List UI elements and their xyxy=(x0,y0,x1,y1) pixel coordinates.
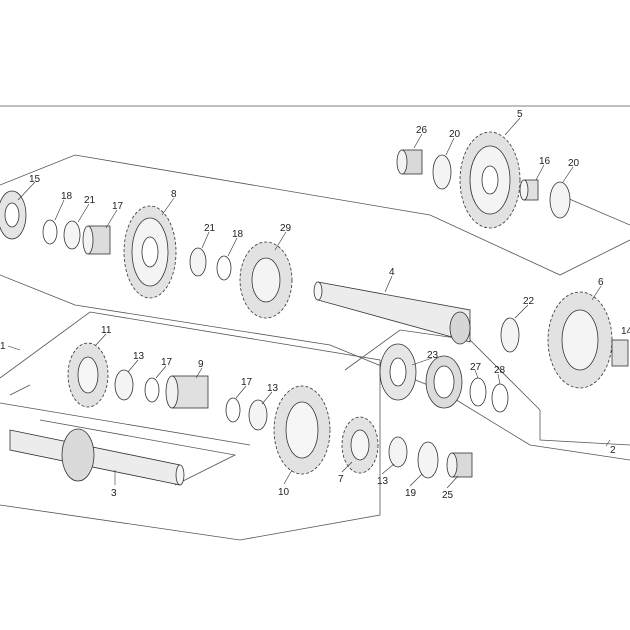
part-11-gear xyxy=(67,342,109,408)
callout-28: 28 xyxy=(494,365,506,376)
part-4-shaft xyxy=(313,281,471,345)
callout-25: 25 xyxy=(442,490,454,501)
part-20-washer-2 xyxy=(549,181,571,219)
part-18-circlip xyxy=(42,219,58,245)
callout-9: 9 xyxy=(198,359,204,370)
callout-labels: 15 18 21 17 8 21 18 29 4 26 20 5 16 20 2… xyxy=(0,109,630,501)
callout-16: 17 xyxy=(112,201,124,212)
part-6-gear xyxy=(547,291,613,389)
part-21-washer-2 xyxy=(189,247,207,277)
part-10-gear xyxy=(273,385,331,475)
bottom-inner-frame xyxy=(0,402,251,446)
part-18-circlip-2 xyxy=(216,255,232,281)
callout-12: 15 xyxy=(29,174,41,185)
part-20-washer xyxy=(432,154,452,190)
part-25-bearing xyxy=(446,452,473,478)
part-21-washer xyxy=(63,220,81,250)
part-seal xyxy=(425,355,463,409)
callout-3: 3 xyxy=(111,488,117,499)
mid-right-frame xyxy=(344,329,630,446)
callout-17: 17 xyxy=(161,357,173,368)
part-8-gear xyxy=(123,205,177,299)
part-13-washer xyxy=(114,369,134,401)
callout-11: 11 xyxy=(101,325,112,336)
callout-6: 6 xyxy=(598,277,604,288)
callout-13b: 13 xyxy=(267,383,279,394)
part-13-washer-3 xyxy=(388,436,408,468)
callout-1: 1 xyxy=(0,341,6,352)
part-28-circlip xyxy=(491,383,509,413)
part-17-circlip-2 xyxy=(225,397,241,423)
callout-13: 13 xyxy=(133,351,145,362)
lower-shaft-frame xyxy=(0,311,381,541)
callout-23: 23 xyxy=(427,350,439,361)
callout-27: 27 xyxy=(470,362,482,373)
callout-18: 18 xyxy=(61,191,73,202)
callout-21: 21 xyxy=(84,195,96,206)
callout-22: 22 xyxy=(523,296,535,307)
callout-14: 14 xyxy=(621,326,630,337)
part-26-bearing xyxy=(396,149,423,175)
callout-2: 2 xyxy=(610,445,616,456)
callout-19: 19 xyxy=(405,488,417,499)
part-3-shaft xyxy=(9,428,185,486)
part-23-bearing xyxy=(379,343,417,401)
callout-18b: 18 xyxy=(232,229,244,240)
callout-17b: 17 xyxy=(241,377,253,388)
part-7-gear xyxy=(341,416,379,474)
part-19-washer xyxy=(417,441,439,479)
part-15-bushing xyxy=(519,179,539,201)
part-14-bushing xyxy=(611,339,629,367)
lower-shaft-inner xyxy=(9,384,31,396)
part-5-gear xyxy=(459,131,521,229)
callout-10: 10 xyxy=(278,487,290,498)
part-16-bearing xyxy=(82,225,111,255)
callout-13c: 13 xyxy=(377,476,389,487)
callout-20: 20 xyxy=(449,129,461,140)
part-12-gear xyxy=(0,190,27,240)
callout-29: 29 xyxy=(280,223,292,234)
callout-15: 16 xyxy=(539,156,551,167)
callout-7: 7 xyxy=(338,474,344,485)
part-13-washer-2 xyxy=(248,399,268,431)
part-9-sleeve xyxy=(165,375,209,409)
callout-4: 4 xyxy=(389,267,395,278)
upper-right-frame xyxy=(559,194,630,226)
callout-26: 26 xyxy=(416,125,428,136)
part-17-circlip xyxy=(144,377,160,403)
shaft3-frame xyxy=(39,419,237,486)
callout-21b: 21 xyxy=(204,223,216,234)
part-22-washer xyxy=(500,317,520,353)
upper-shaft-frame xyxy=(0,154,630,276)
callout-8: 8 xyxy=(171,189,177,200)
callout-20b: 20 xyxy=(568,158,580,169)
part-29-gear xyxy=(239,241,293,319)
callout-5: 5 xyxy=(517,109,523,120)
leader-lines xyxy=(7,117,611,489)
part-27-circlip xyxy=(469,377,487,407)
